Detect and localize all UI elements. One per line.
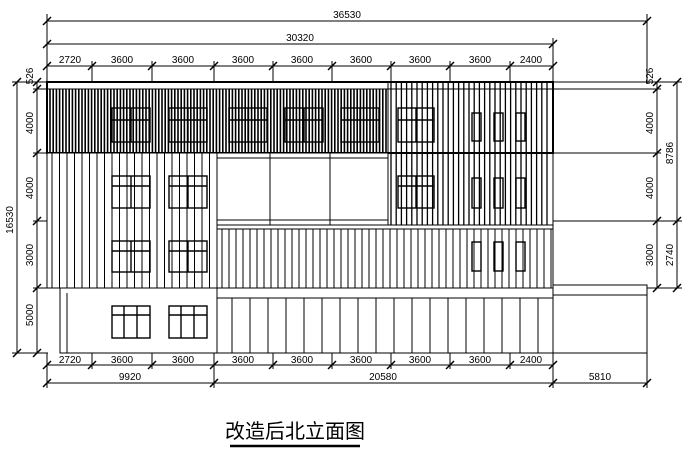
dim-top-bay: 3600: [291, 55, 314, 66]
top-bay-slashes: [42, 61, 558, 71]
window: [493, 241, 504, 272]
dim-right-storey: 526: [645, 67, 656, 84]
window: [397, 175, 435, 209]
dim-left-overall-height: 16530: [5, 206, 16, 234]
window: [111, 107, 151, 143]
window: [168, 240, 208, 273]
window: [168, 305, 208, 339]
window: [515, 241, 526, 272]
window: [515, 177, 526, 209]
dim-upper-block-width: 30320: [286, 33, 314, 44]
dim-bottom-bay: 3600: [409, 355, 432, 366]
dim-top-bay: 3600: [232, 55, 255, 66]
window: [515, 112, 526, 142]
dim-bottom-segment: 20580: [369, 372, 397, 383]
dim-left-storey: 5000: [25, 303, 36, 326]
dim-bottom-segment: 9920: [119, 372, 142, 383]
dim-top-bay: 3600: [111, 55, 134, 66]
building: [46, 81, 648, 354]
dim-bottom-bay: 3600: [232, 355, 255, 366]
window: [111, 240, 151, 273]
dim-left-storey: 526: [25, 67, 36, 84]
bottom-dimension-lines: [42, 353, 652, 388]
dim-right-storey: 4000: [645, 176, 656, 199]
window: [111, 305, 151, 339]
dim-right-storey: 4000: [645, 111, 656, 134]
dim-top-bay: 3600: [172, 55, 195, 66]
dim-bottom-bay: 3600: [469, 355, 492, 366]
dim-right-combined: 8786: [665, 141, 676, 164]
left-storey-labels: 526 4000 4000 3000 5000: [25, 67, 36, 326]
window: [471, 112, 482, 142]
right-dimension-lines: [553, 77, 682, 293]
center-glass-block: [216, 152, 389, 226]
bottom-bay-labels: 2720 3600 3600 3600 3600 3600 3600 3600 …: [59, 355, 543, 366]
dim-top-bay: 2400: [520, 55, 543, 66]
drawing-title: 改造后北立面图: [225, 419, 365, 443]
bottom-segment-labels: 9920 20580 5810: [119, 372, 612, 383]
dim-top-bay: 3600: [350, 55, 373, 66]
dim-top-bay: 2720: [59, 55, 82, 66]
window: [471, 177, 482, 209]
left-dimension-lines: [12, 77, 48, 358]
dim-bottom-bay: 2400: [520, 355, 543, 366]
dim-bottom-bay: 2720: [59, 355, 82, 366]
dim-bottom-bay: 3600: [111, 355, 134, 366]
ground-floor: [59, 284, 648, 354]
window: [493, 177, 504, 209]
window: [168, 107, 208, 143]
dim-overall-width: 36530: [333, 10, 361, 21]
window: [111, 175, 151, 209]
window: [228, 107, 268, 143]
dim-left-storey: 4000: [25, 111, 36, 134]
dim-top-bay: 3600: [469, 55, 492, 66]
dim-bottom-bay: 3600: [350, 355, 373, 366]
top-dimension-lines: [42, 14, 652, 84]
third-floor-band: [216, 224, 554, 289]
windows: [111, 107, 526, 339]
left-block-mid: [46, 152, 218, 289]
window: [168, 175, 208, 209]
dim-left-storey: 4000: [25, 176, 36, 199]
window: [397, 107, 435, 143]
window: [284, 107, 324, 143]
dim-bottom-segment: 5810: [589, 372, 612, 383]
dim-bottom-bay: 3600: [172, 355, 195, 366]
top-bay-labels: 2720 3600 3600 3600 3600 3600 3600 3600 …: [59, 55, 543, 66]
top-bay-ticks: [91, 61, 511, 84]
dim-bottom-bay: 3600: [291, 355, 314, 366]
right-storey-labels: 526 4000 4000 3000 8786 2740: [645, 67, 676, 266]
dim-right-storey: 3000: [645, 243, 656, 266]
dim-left-storey: 3000: [25, 243, 36, 266]
window: [471, 241, 482, 272]
dim-right-combined: 2740: [665, 243, 676, 266]
dim-top-bay: 3600: [409, 55, 432, 66]
window: [493, 112, 504, 142]
window: [340, 107, 380, 143]
